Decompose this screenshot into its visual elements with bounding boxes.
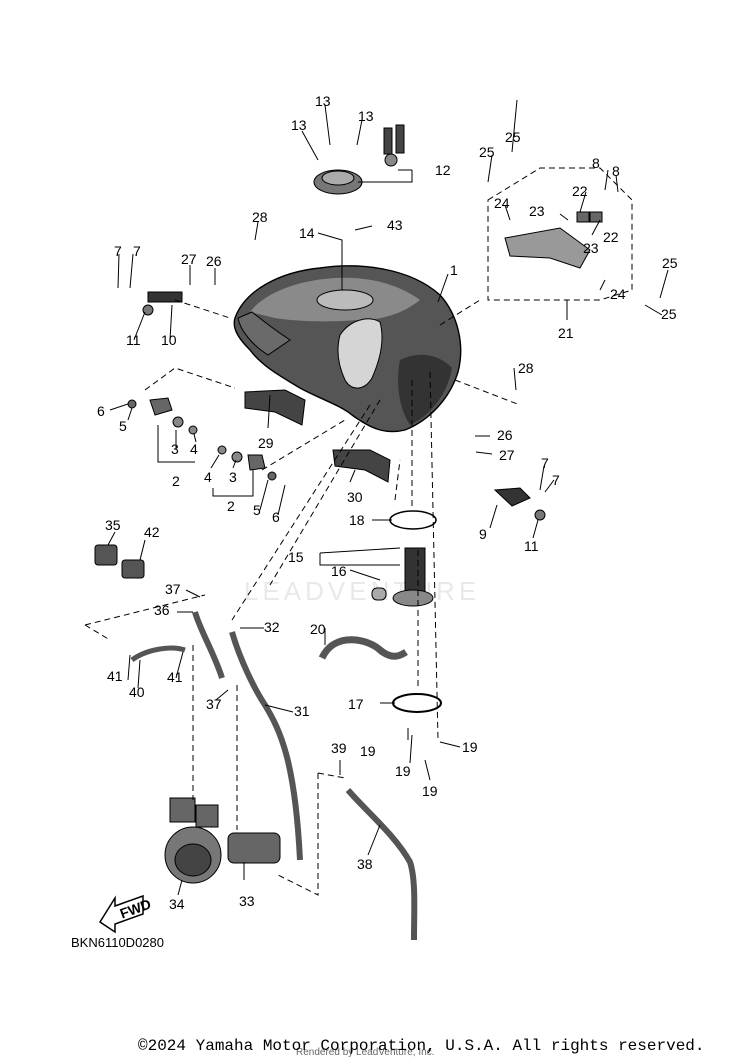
pad-29: [244, 389, 306, 426]
callout-3: 3: [171, 441, 179, 457]
canister: [164, 797, 281, 884]
hose-40: [130, 645, 186, 663]
callout-2b: 2: [227, 498, 235, 514]
callout-38: 38: [357, 856, 373, 872]
callout-34: 34: [169, 896, 185, 912]
connection-lines: [84, 299, 521, 896]
callout-9: 9: [479, 526, 487, 542]
sensor-42: [121, 559, 145, 579]
callout-16: 16: [331, 563, 347, 579]
bracket-9: [493, 487, 531, 507]
callout-25: 25: [505, 129, 521, 145]
callout-41: 41: [107, 668, 123, 684]
callout-40: 40: [129, 684, 145, 700]
callout-25b: 25: [479, 144, 495, 160]
fwd-arrow-icon: FWD: [98, 894, 153, 934]
callout-7c: 7: [541, 455, 549, 471]
callout-28b: 28: [518, 360, 534, 376]
callouts: 1 2 2 3 3 4 4 5 5 6 6 7 7 7 7 8 8 9 10 1…: [97, 93, 678, 912]
callout-25d: 25: [661, 306, 677, 322]
callout-15: 15: [288, 549, 304, 565]
callout-24b: 24: [610, 286, 626, 302]
callout-29: 29: [258, 435, 274, 451]
callout-18: 18: [349, 512, 365, 528]
callout-10: 10: [161, 332, 177, 348]
callout-4b: 4: [204, 469, 212, 485]
callout-35: 35: [105, 517, 121, 533]
callout-33: 33: [239, 893, 255, 909]
fwd-label: FWD: [118, 896, 153, 922]
rendered-by: Rendered by LeadVenture, Inc.: [296, 1047, 435, 1058]
callout-37b: 37: [206, 696, 222, 712]
callout-1: 1: [450, 262, 458, 278]
callout-7: 7: [114, 243, 122, 259]
callout-22b: 22: [603, 229, 619, 245]
copyright: ©2024 Yamaha Motor Corporation, U.S.A. A…: [138, 1037, 705, 1055]
leader-lines: [107, 99, 669, 896]
callout-11b: 11: [524, 538, 539, 554]
callout-6b: 6: [272, 509, 280, 525]
callout-27: 27: [181, 251, 197, 267]
hose-38: [345, 788, 418, 941]
hose-36: [192, 611, 225, 679]
hose-31: [229, 631, 303, 861]
callout-26: 26: [206, 253, 222, 269]
bracket-outline: [487, 167, 633, 301]
callout-11: 11: [126, 332, 141, 348]
callout-37: 37: [165, 581, 181, 597]
callout-21: 21: [558, 325, 574, 341]
callout-19: 19: [360, 743, 376, 759]
callout-5: 5: [119, 418, 127, 434]
sensor-35: [94, 544, 118, 566]
callout-39: 39: [331, 740, 347, 756]
side-bracket: [504, 211, 603, 269]
callout-25c: 25: [662, 255, 678, 271]
callout-17: 17: [348, 696, 364, 712]
callout-8: 8: [592, 155, 600, 171]
callout-32: 32: [264, 619, 280, 635]
callout-36: 36: [154, 602, 170, 618]
callout-26b: 26: [497, 427, 513, 443]
callout-22: 22: [572, 183, 588, 199]
callout-42: 42: [144, 524, 160, 540]
callout-13: 13: [315, 93, 331, 109]
callout-14: 14: [299, 225, 315, 241]
ring-17: [392, 693, 442, 713]
callout-19c: 19: [422, 783, 438, 799]
fuel-cap: [313, 124, 405, 195]
pad-30: [332, 449, 391, 483]
callout-6: 6: [97, 403, 105, 419]
callout-28: 28: [252, 209, 268, 225]
o-ring-18: [389, 510, 437, 530]
drawing-code: BKN6110D0280: [71, 935, 164, 950]
callout-31: 31: [294, 703, 310, 719]
callout-3b: 3: [229, 469, 237, 485]
callout-27b: 27: [499, 447, 515, 463]
callout-7d: 7: [552, 472, 560, 488]
fuel-tank: [233, 265, 462, 433]
callout-24: 24: [494, 195, 510, 211]
callout-23b: 23: [583, 240, 599, 256]
bracket-10: [147, 291, 183, 303]
callout-5b: 5: [253, 502, 261, 518]
callout-23: 23: [529, 203, 545, 219]
callout-2: 2: [172, 473, 180, 489]
fuel-pump: [371, 547, 434, 607]
mount-assembly: [127, 397, 277, 481]
callout-13c: 13: [358, 108, 374, 124]
callout-13b: 13: [291, 117, 307, 133]
callout-43: 43: [387, 217, 403, 233]
callout-7b: 7: [133, 243, 141, 259]
callout-8b: 8: [612, 163, 620, 179]
callout-20: 20: [310, 621, 326, 637]
callout-41b: 41: [167, 669, 183, 685]
callout-12: 12: [435, 162, 451, 178]
watermark: LEADVENTURE: [244, 576, 481, 606]
hose-20: [318, 636, 408, 660]
callout-19d: 19: [462, 739, 478, 755]
callout-30: 30: [347, 489, 363, 505]
callout-4: 4: [190, 441, 198, 457]
callout-19b: 19: [395, 763, 411, 779]
